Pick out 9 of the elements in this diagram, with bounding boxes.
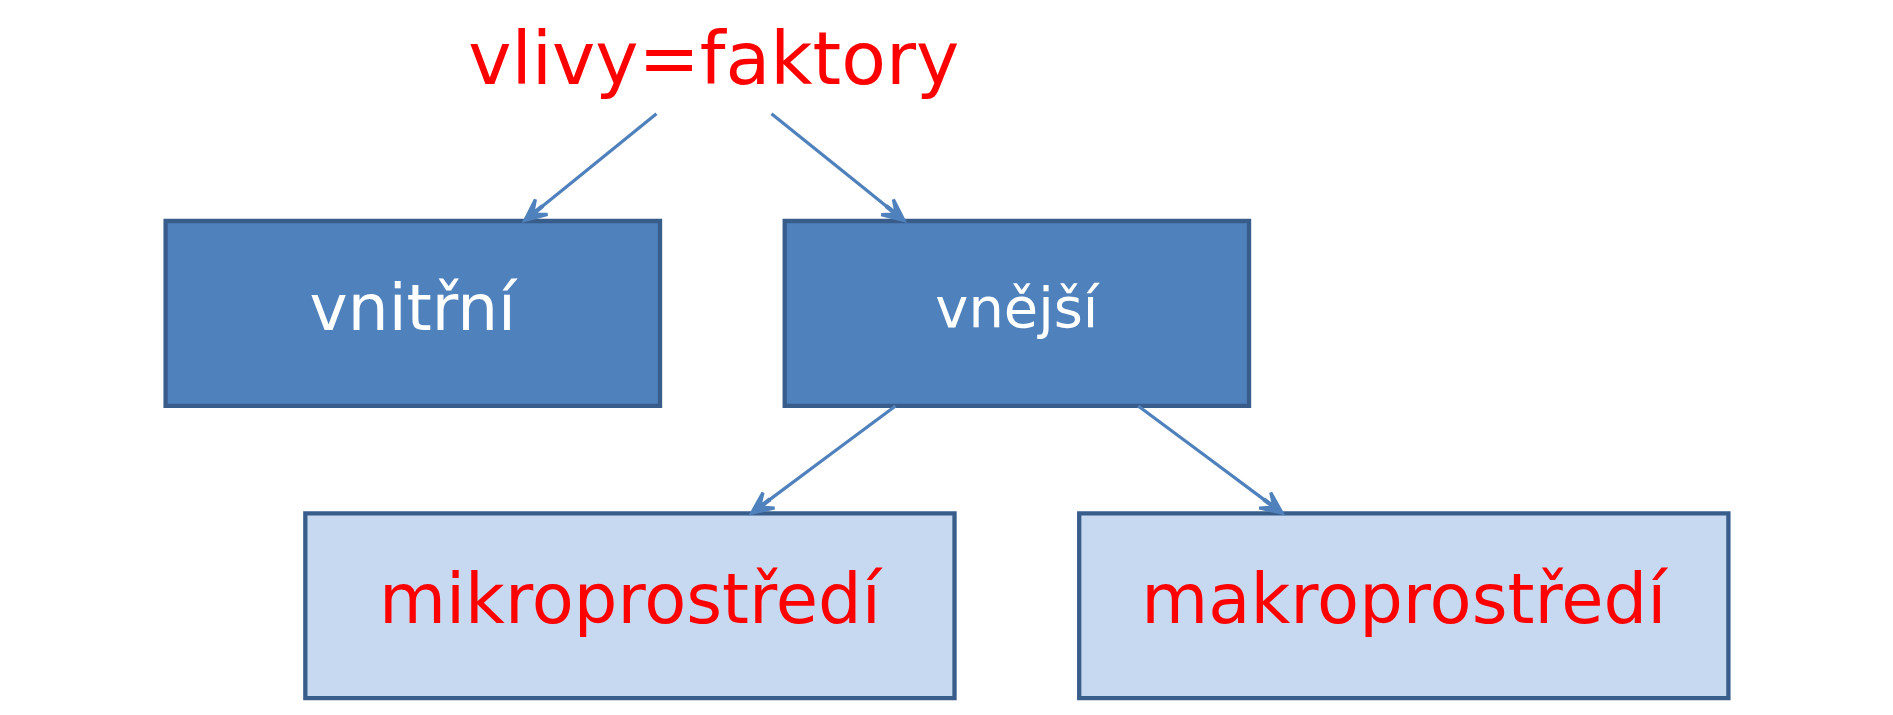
arrow (749, 404, 896, 515)
node-box: vnitřní (162, 218, 662, 408)
arrow (522, 112, 657, 223)
arrow (1136, 404, 1284, 515)
node-box: mikroprostředí (302, 511, 957, 701)
arrow (769, 112, 906, 223)
node-box: vnější (782, 218, 1251, 408)
node-text: vlivy=faktory (467, 15, 959, 101)
node-box: makroprostředí (1076, 511, 1731, 701)
